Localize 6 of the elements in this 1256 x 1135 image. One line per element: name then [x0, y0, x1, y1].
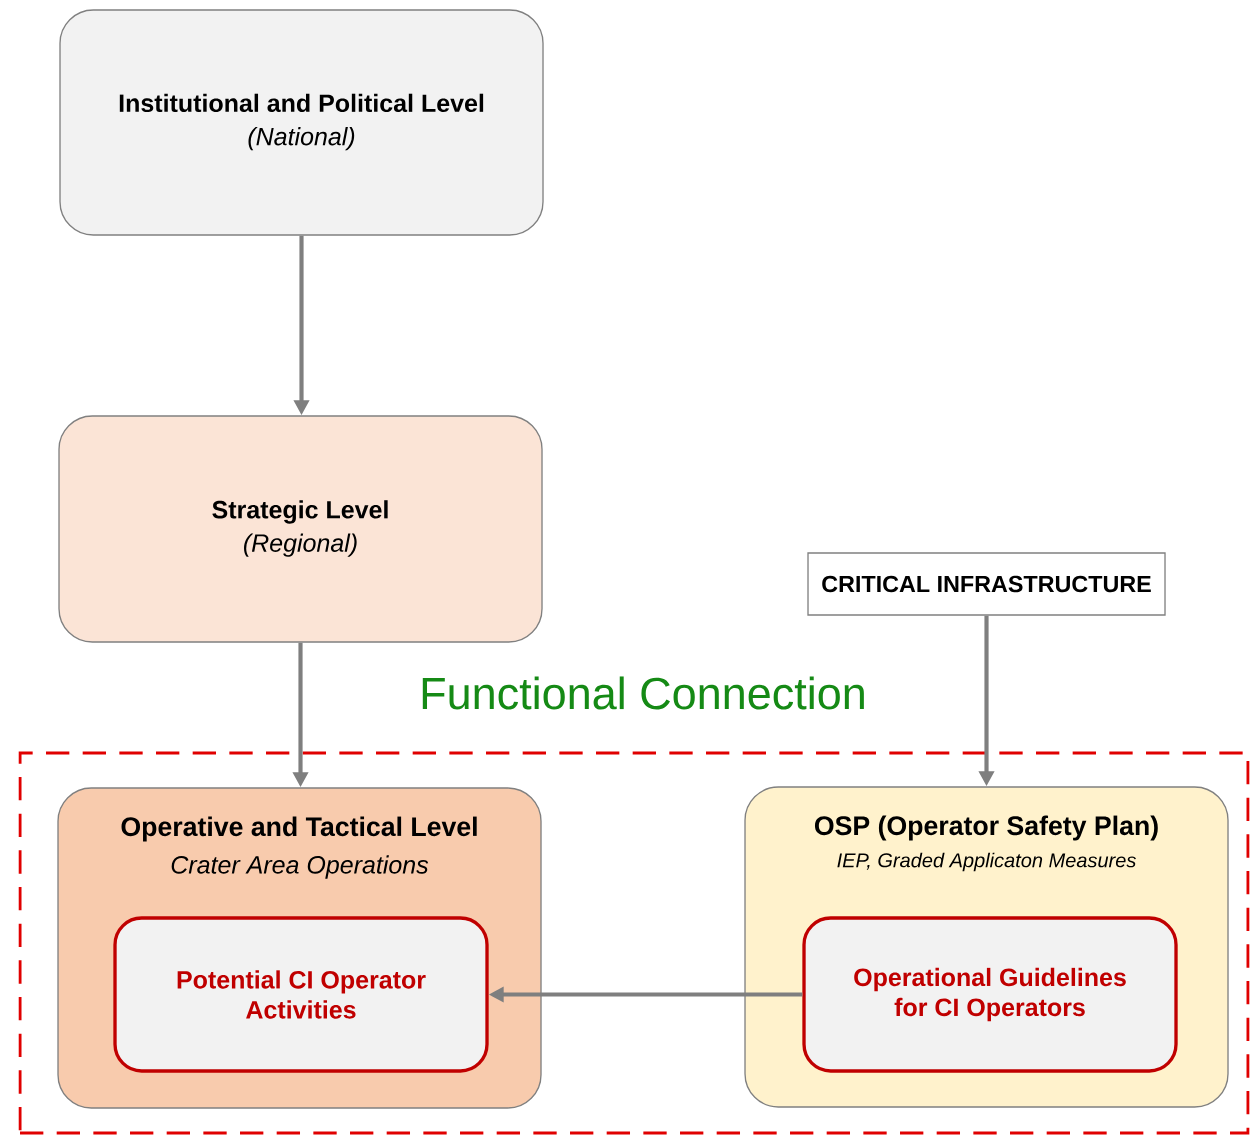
level-box: Strategic Level (Regional): [58, 415, 543, 643]
node-label: Functional Connection: [422, 676, 864, 710]
level-box: Institutional and Political Level (National): [59, 9, 544, 236]
inner-box: Potential CI Operator Activities: [113, 916, 489, 1073]
label-box: CRITICAL INFRASTRUCTURE: [807, 552, 1166, 616]
inner-box: Operational Guidelines for CI Operators: [802, 916, 1178, 1073]
